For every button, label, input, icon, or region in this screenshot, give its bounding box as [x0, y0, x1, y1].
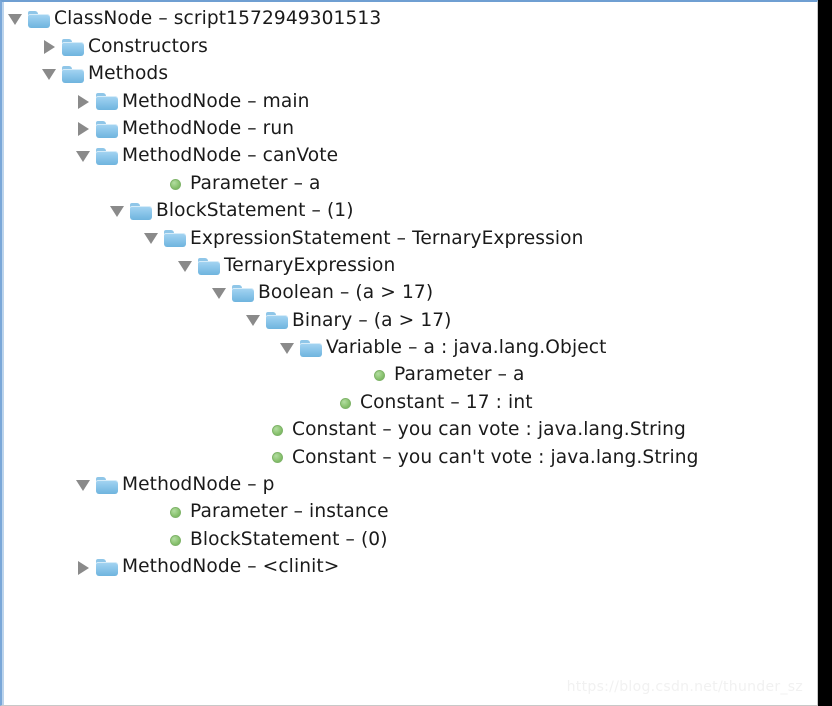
folder-icon	[26, 6, 52, 33]
triangle-down-icon[interactable]	[174, 253, 196, 280]
folder-icon	[128, 198, 154, 225]
folder-icon	[94, 143, 120, 170]
tree-node-label: ClassNode – script1572949301513	[54, 8, 382, 30]
tree-node-label: TernaryExpression	[224, 254, 396, 276]
tree-node-label: Variable – a : java.lang.Object	[326, 337, 607, 359]
tree-node-label: Methods	[88, 63, 169, 85]
green-dot-icon	[264, 417, 290, 444]
tree-row[interactable]: MethodNode – p	[4, 472, 817, 499]
tree-node-label: MethodNode – main	[122, 90, 310, 112]
green-dot-icon	[162, 526, 188, 553]
triangle-right-icon[interactable]	[72, 116, 94, 143]
tree-row[interactable]: MethodNode – run	[4, 116, 817, 143]
triangle-down-icon[interactable]	[276, 335, 298, 362]
triangle-down-icon[interactable]	[208, 280, 230, 307]
folder-icon	[60, 33, 86, 60]
folder-icon	[162, 225, 188, 252]
twisty-spacer	[242, 417, 264, 444]
folder-icon	[94, 554, 120, 581]
twisty-spacer	[310, 389, 332, 416]
folder-icon	[264, 307, 290, 334]
triangle-down-icon[interactable]	[106, 198, 128, 225]
tree-node-label: Binary – (a > 17)	[292, 309, 452, 331]
folder-icon	[94, 116, 120, 143]
tree-node-label: Constant – 17 : int	[360, 391, 533, 413]
tree-node-label: Constant – you can't vote : java.lang.St…	[292, 446, 699, 468]
folder-icon	[298, 335, 324, 362]
triangle-down-icon[interactable]	[72, 143, 94, 170]
tree-row[interactable]: MethodNode – canVote	[4, 143, 817, 170]
triangle-down-icon[interactable]	[72, 472, 94, 499]
triangle-right-icon[interactable]	[38, 33, 60, 60]
tree-node-label: BlockStatement – (0)	[190, 528, 388, 550]
tree-node-label: Constant – you can vote : java.lang.Stri…	[292, 419, 686, 441]
tree-row[interactable]: Binary – (a > 17)	[4, 307, 817, 334]
twisty-spacer	[242, 444, 264, 471]
tree-row[interactable]: Constructors	[4, 33, 817, 60]
twisty-spacer	[140, 499, 162, 526]
green-dot-icon	[332, 389, 358, 416]
triangle-right-icon[interactable]	[72, 88, 94, 115]
twisty-spacer	[344, 362, 366, 389]
folder-icon	[94, 472, 120, 499]
tree-row[interactable]: Boolean – (a > 17)	[4, 280, 817, 307]
tree-row[interactable]: Constant – you can't vote : java.lang.St…	[4, 444, 817, 471]
tree-node-label: Parameter – a	[190, 172, 321, 194]
tree-row[interactable]: MethodNode – <clinit>	[4, 554, 817, 581]
folder-icon	[230, 280, 256, 307]
green-dot-icon	[366, 362, 392, 389]
tree-row[interactable]: Parameter – a	[4, 362, 817, 389]
tree-node-label: Boolean – (a > 17)	[258, 282, 434, 304]
tree-node-label: MethodNode – p	[122, 474, 275, 496]
folder-icon	[196, 253, 222, 280]
folder-icon	[94, 88, 120, 115]
tree-row[interactable]: Constant – you can vote : java.lang.Stri…	[4, 417, 817, 444]
triangle-down-icon[interactable]	[140, 225, 162, 252]
tree-node-label: MethodNode – canVote	[122, 145, 339, 167]
tree-node-label: MethodNode – <clinit>	[122, 556, 340, 578]
tree-node-label: ExpressionStatement – TernaryExpression	[190, 227, 584, 249]
tree-row[interactable]: Variable – a : java.lang.Object	[4, 335, 817, 362]
tree-row[interactable]: BlockStatement – (1)	[4, 198, 817, 225]
triangle-down-icon[interactable]	[38, 61, 60, 88]
tree-node-label: MethodNode – run	[122, 117, 295, 139]
tree-row[interactable]: ExpressionStatement – TernaryExpression	[4, 225, 817, 252]
twisty-spacer	[140, 526, 162, 553]
green-dot-icon	[162, 170, 188, 197]
triangle-right-icon[interactable]	[72, 554, 94, 581]
tree-node-label: BlockStatement – (1)	[156, 200, 354, 222]
tree-row[interactable]: Constant – 17 : int	[4, 389, 817, 416]
green-dot-icon	[162, 499, 188, 526]
tree-node-label: Parameter – instance	[190, 501, 389, 523]
tree-row[interactable]: MethodNode – main	[4, 88, 817, 115]
tree-row[interactable]: Parameter – instance	[4, 499, 817, 526]
triangle-down-icon[interactable]	[242, 307, 264, 334]
folder-icon	[60, 61, 86, 88]
tree-node-label: Parameter – a	[394, 364, 525, 386]
green-dot-icon	[264, 444, 290, 471]
twisty-spacer	[140, 170, 162, 197]
tree-row[interactable]: ClassNode – script1572949301513	[4, 6, 817, 33]
tree-row[interactable]: Methods	[4, 61, 817, 88]
tree-node-label: Constructors	[88, 35, 208, 57]
tree-row[interactable]: TernaryExpression	[4, 253, 817, 280]
tree-row[interactable]: BlockStatement – (0)	[4, 526, 817, 553]
triangle-down-icon[interactable]	[4, 6, 26, 33]
tree-row[interactable]: Parameter – a	[4, 170, 817, 197]
